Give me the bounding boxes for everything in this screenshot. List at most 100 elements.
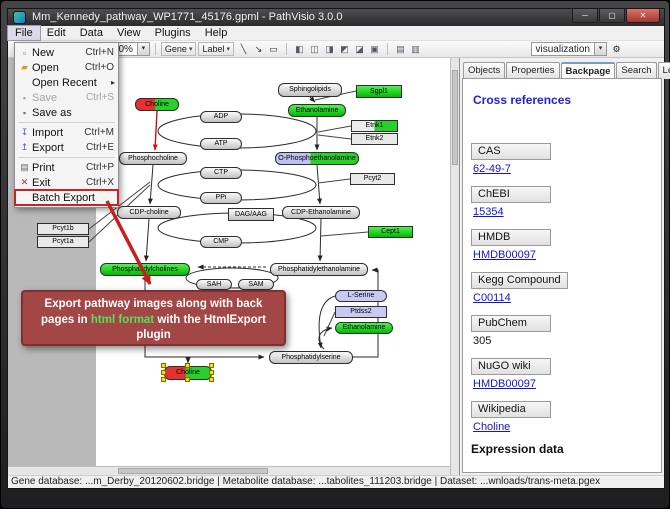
backpage-section-header: ChEBI [471,186,551,203]
menu-data[interactable]: Data [79,27,103,39]
pathway-node-ethanolamine[interactable]: Ethanolamine [288,104,346,117]
pathway-node-l-serine[interactable]: L-Serine [335,290,387,302]
pathway-node-etnk1[interactable]: Etnk1 [351,120,398,132]
tab-legend[interactable]: Legend [657,62,670,79]
selection-handle[interactable] [209,363,214,368]
backpage-link[interactable]: 15354 [473,206,504,218]
backpage-link[interactable]: HMDB00097 [473,378,536,390]
pathway-node-ctp[interactable]: CTP [200,167,242,179]
cross-references-heading: Cross references [473,93,572,107]
pathway-node-pcyt2[interactable]: Pcyt2 [350,173,395,185]
pathway-node-phosphatidylserine[interactable]: Phosphatidylserine [269,351,353,364]
label-button[interactable]: Label ▾ [198,42,235,56]
gene-datanode-button[interactable]: Gene ▾ [160,42,197,56]
pathway-node-cept1[interactable]: Cept1 [368,226,413,238]
pathway-node-cmp[interactable]: CMP [200,236,242,248]
canvas-horizontal-scrollbar[interactable] [8,466,450,475]
gene-button-label: Gene [164,44,187,54]
minimize-button[interactable]: ─ [572,9,598,23]
pathway-node-pcyt1b[interactable]: Pcyt1b [37,223,89,235]
tab-backpage[interactable]: Backpage [560,62,616,79]
dropdown-icon[interactable]: ▾ [594,43,606,55]
toolbar-align-icons: ◧ ◫ ◨ ◩ ◪ ▣ [292,43,382,56]
arrow-icon[interactable]: ↘ [254,43,263,54]
pathway-node-o-phosphoethanolamine[interactable]: O-Phosphoethanolamine [275,152,359,165]
backpage-section-header: Kegg Compound [471,272,568,289]
menu-view[interactable]: View [116,27,141,39]
pathway-node-sah[interactable]: SAH [196,279,232,290]
pathway-node-phosphatidylethanolamine[interactable]: Phosphatidylethanolamine [270,263,368,276]
pathway-node-pcyt1a[interactable]: Pcyt1a [37,236,89,248]
file-menu-item-batch-export[interactable]: Batch Export [14,189,119,206]
pathway-node-ethanolamine-2[interactable]: Ethanolamine [335,322,393,334]
selection-handle[interactable] [185,377,190,382]
backpage-link[interactable]: C00114 [473,292,511,304]
backpage-link[interactable]: Choline [473,421,511,433]
backpage-link[interactable]: 62-49-7 [473,163,511,175]
menu-item-label: Save [32,91,58,104]
selection-handle[interactable] [161,363,166,368]
vertical-scroll-thumb[interactable] [452,70,458,165]
pathway-node-ppi[interactable]: PPi [200,192,242,204]
file-menu-item-open-recent[interactable]: Open Recent▸ [15,75,118,90]
selection-handle[interactable] [209,370,214,375]
visualization-combobox[interactable]: visualization ▾ [530,42,607,56]
tab-objects[interactable]: Objects [463,62,506,79]
pathway-node-cdp-choline[interactable]: CDP-choline [117,206,181,219]
pathway-node-sphingolipids[interactable]: Sphingolipids [278,83,342,97]
pathway-node-phosphatidylcholines[interactable]: Phosphatidylcholines [100,263,190,276]
pathway-node-atp[interactable]: ATP [200,138,242,150]
tab-search[interactable]: Search [616,62,657,79]
selection-handle[interactable] [185,363,190,368]
pathway-node-adp[interactable]: ADP [200,111,242,123]
canvas-vertical-scrollbar[interactable] [450,58,459,475]
menu-help[interactable]: Help [204,27,228,39]
menu-separator [18,157,115,158]
file-menu-item-save-as[interactable]: ▪Save as [15,105,118,120]
distribute-horizontal-icon[interactable]: ▤ [396,43,405,54]
pathway-node-cdp-ethanolamine[interactable]: CDP-Ethanolamine [282,206,360,219]
selection-handle[interactable] [161,370,166,375]
tab-properties[interactable]: Properties [506,62,560,79]
pathway-node-etnk2[interactable]: Etnk2 [351,133,398,145]
pathway-node-choline-top[interactable]: Choline [135,98,179,111]
horizontal-scroll-thumb[interactable] [118,468,268,474]
menu-edit[interactable]: Edit [46,27,66,39]
dropdown-icon[interactable]: ▾ [136,43,149,55]
menu-plugins[interactable]: Plugins [154,27,191,39]
distribute-vertical-icon[interactable]: ▥ [411,43,420,54]
backpage-link[interactable]: HMDB00097 [473,249,536,261]
pathway-node-sam[interactable]: SAM [238,279,274,290]
align-right-icon[interactable]: ◨ [325,43,334,54]
align-left-icon[interactable]: ◧ [295,43,304,54]
menu-item-label: Print [32,161,55,174]
pathway-node-sgpl1[interactable]: Sgpl1 [356,85,402,98]
maximize-button[interactable]: ▢ [599,9,625,23]
align-center-icon[interactable]: ◫ [310,43,319,54]
close-button[interactable]: ✕ [626,9,660,23]
align-bottom-icon[interactable]: ◪ [355,43,364,54]
pathway-node-ptdss2[interactable]: Ptdss2 [335,306,387,318]
align-top-icon[interactable]: ◩ [340,43,349,54]
pathway-node-dag-aag[interactable]: DAG/AAG [228,208,274,221]
selection-handle[interactable] [209,377,214,382]
pathway-node-phosphocholine[interactable]: Phosphocholine [119,152,187,165]
shape-icon[interactable]: ▭ [269,43,278,54]
settings-icon[interactable]: ⚙ [612,43,621,54]
stack-icon[interactable]: ▣ [370,43,379,54]
selection-handle[interactable] [161,377,166,382]
line-icon[interactable]: ╲ [240,43,247,54]
menu-item-label: Export [32,141,64,154]
menu-file[interactable]: File [7,25,41,41]
